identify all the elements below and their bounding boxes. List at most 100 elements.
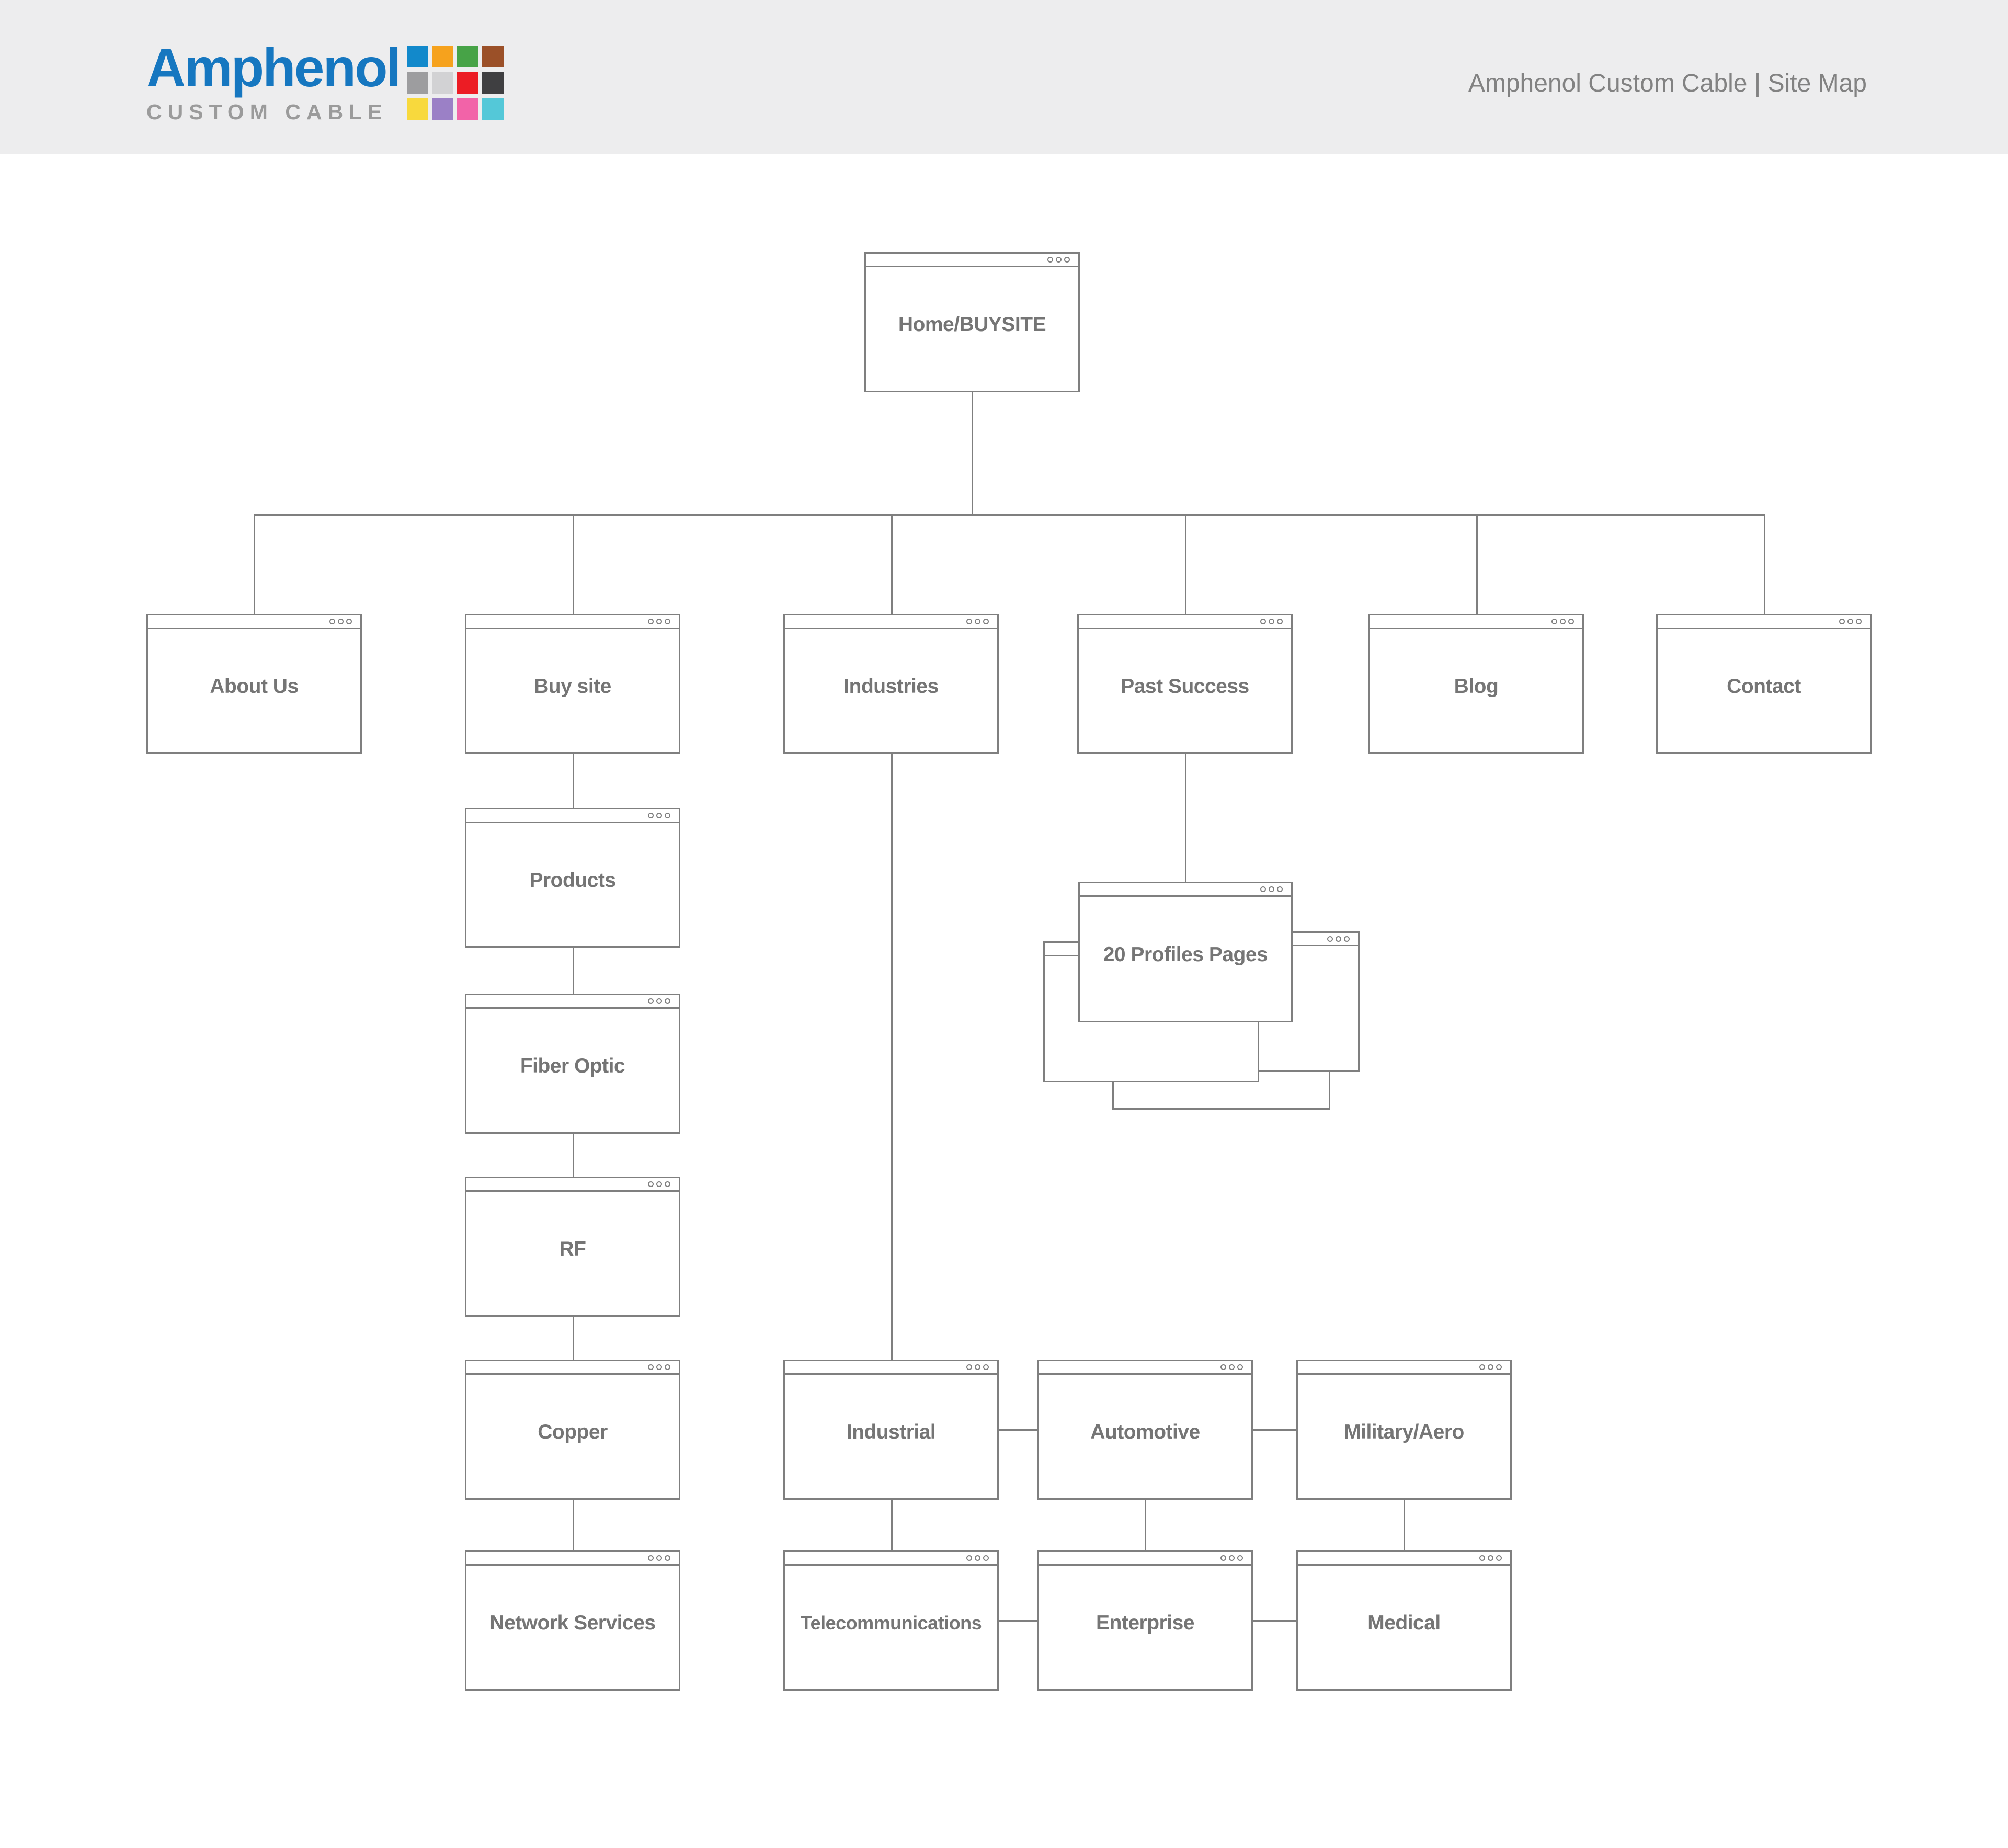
connector-line	[1253, 1429, 1296, 1431]
logo-brand-text: Amphenol	[146, 38, 401, 98]
window-titlebar	[1039, 1361, 1251, 1375]
connector-line	[1253, 1620, 1296, 1622]
window-controls-icon	[645, 1555, 670, 1561]
window-label: RF	[559, 1238, 587, 1260]
connector-line	[573, 1317, 574, 1360]
logo-color-swatch	[457, 46, 478, 67]
window-titlebar	[1079, 615, 1291, 629]
window-titlebar	[466, 1178, 679, 1192]
window-automotive: Automotive	[1037, 1360, 1253, 1500]
window-controls-icon	[1549, 619, 1574, 624]
logo-color-swatch	[482, 46, 504, 67]
window-industries: Industries	[783, 614, 999, 754]
window-titlebar	[466, 809, 679, 823]
window-titlebar	[466, 1552, 679, 1566]
connector-line	[972, 392, 973, 514]
window-controls-icon	[964, 1364, 989, 1370]
window-network-services: Network Services	[465, 1550, 680, 1691]
window-rf: RF	[465, 1177, 680, 1317]
connector-line	[573, 754, 574, 808]
logo-color-swatch	[407, 46, 428, 67]
window-enterprise: Enterprise	[1037, 1550, 1253, 1691]
window-industrial: Industrial	[783, 1360, 999, 1500]
logo-color-swatch	[482, 72, 504, 94]
window-label: Past Success	[1121, 675, 1249, 698]
window-titlebar	[1370, 615, 1582, 629]
window-label: Home/BUYSITE	[898, 313, 1046, 336]
window-medical: Medical	[1296, 1550, 1512, 1691]
window-blog: Blog	[1368, 614, 1584, 754]
logo-color-swatch	[457, 72, 478, 94]
window-copper: Copper	[465, 1360, 680, 1500]
window-label: Buy site	[534, 675, 611, 698]
connector-line	[1476, 514, 1478, 614]
window-controls-icon	[645, 998, 670, 1004]
window-products: Products	[465, 808, 680, 948]
logo-color-swatch	[432, 46, 453, 67]
connector-line	[1145, 1500, 1146, 1550]
connector-line	[891, 1500, 893, 1550]
window-titlebar	[1298, 1361, 1510, 1375]
window-controls-icon	[327, 619, 352, 624]
window-fiber-optic: Fiber Optic	[465, 994, 680, 1134]
window-label: Automotive	[1090, 1421, 1200, 1443]
window-titlebar	[466, 1361, 679, 1375]
window-controls-icon	[645, 1181, 670, 1187]
header: Amphenol CUSTOM CABLE Amphenol Custom Ca…	[0, 0, 2008, 154]
window-controls-icon	[1218, 1364, 1243, 1370]
logo-color-swatch	[432, 98, 453, 120]
window-titlebar	[1039, 1552, 1251, 1566]
window-controls-icon	[1477, 1364, 1502, 1370]
connector-line	[573, 948, 574, 994]
window-label: Blog	[1454, 675, 1499, 698]
window-military-aero: Military/Aero	[1296, 1360, 1512, 1500]
window-label: Telecommunications	[800, 1612, 982, 1634]
window-label: 20 Profiles Pages	[1103, 943, 1268, 966]
connector-line	[573, 1134, 574, 1177]
window-titlebar	[1298, 1552, 1510, 1566]
window-label: Enterprise	[1096, 1612, 1194, 1634]
window-buy-site: Buy site	[465, 614, 680, 754]
logo-color-swatch	[457, 98, 478, 120]
logo-color-swatch	[407, 72, 428, 94]
window-about-us: About Us	[146, 614, 362, 754]
window-controls-icon	[1258, 619, 1283, 624]
window-past-success: Past Success	[1077, 614, 1293, 754]
connector-line	[254, 514, 1765, 516]
window-contact: Contact	[1656, 614, 1872, 754]
window-controls-icon	[645, 813, 670, 818]
connector-line	[573, 1500, 574, 1550]
window-label: Military/Aero	[1344, 1421, 1464, 1443]
logo-subtitle-text: CUSTOM CABLE	[146, 100, 388, 124]
connector-line	[254, 514, 255, 614]
window-label: Products	[529, 869, 616, 892]
window-label: Industrial	[846, 1421, 936, 1443]
logo-color-grid	[407, 46, 504, 120]
window-controls-icon	[1218, 1555, 1243, 1561]
window-controls-icon	[1258, 886, 1283, 892]
window-controls-icon	[964, 619, 989, 624]
window-profiles: 20 Profiles Pages	[1078, 882, 1293, 1022]
window-controls-icon	[645, 619, 670, 624]
window-label: About Us	[210, 675, 299, 698]
window-controls-icon	[645, 1364, 670, 1370]
connector-line	[573, 514, 574, 614]
window-titlebar	[466, 995, 679, 1009]
window-titlebar	[785, 615, 997, 629]
window-controls-icon	[1325, 936, 1350, 942]
connector-line	[1185, 514, 1186, 614]
window-label: Copper	[538, 1421, 608, 1443]
window-titlebar	[1080, 883, 1291, 897]
connector-line	[1764, 514, 1765, 614]
window-label: Industries	[843, 675, 939, 698]
window-titlebar	[866, 254, 1078, 267]
connector-line	[1185, 754, 1186, 882]
logo-color-swatch	[432, 72, 453, 94]
window-label: Contact	[1727, 675, 1801, 698]
connector-line	[891, 754, 893, 1360]
logo-color-swatch	[407, 98, 428, 120]
window-label: Medical	[1367, 1612, 1441, 1634]
window-controls-icon	[964, 1555, 989, 1561]
window-controls-icon	[1836, 619, 1862, 624]
logo-color-swatch	[482, 98, 504, 120]
